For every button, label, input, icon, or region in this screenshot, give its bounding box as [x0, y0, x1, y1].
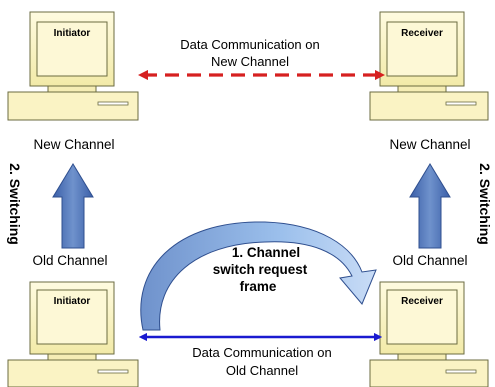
- switch-request-label-line3: frame: [240, 279, 277, 294]
- bottom-link-label-line1: Data Communication on: [192, 345, 331, 360]
- computer-receiver-top: Receiver: [369, 11, 489, 121]
- left-old-channel-label: Old Channel: [32, 253, 107, 268]
- computer-label: Initiator: [54, 28, 91, 39]
- right-new-channel-label: New Channel: [389, 137, 470, 152]
- computer-receiver-bottom: Receiver: [369, 281, 489, 387]
- computer-initiator-bottom: Initiator: [7, 281, 139, 387]
- bottom-link-label-line2: Old Channel: [226, 363, 298, 378]
- left-switch-up-arrow: [52, 163, 94, 249]
- top-link-label-line2: New Channel: [211, 54, 289, 69]
- computer-label: Initiator: [54, 296, 91, 307]
- left-new-channel-label: New Channel: [33, 137, 114, 152]
- computer-label: Receiver: [401, 296, 443, 307]
- right-switching-label: 2. Switching: [477, 163, 493, 245]
- switch-request-curved-arrow: [140, 221, 377, 331]
- right-old-channel-label: Old Channel: [392, 253, 467, 268]
- top-link-label-line1: Data Communication on: [180, 37, 319, 52]
- right-switch-up-arrow: [409, 163, 451, 249]
- left-switching-label: 2. Switching: [7, 163, 23, 245]
- switch-request-label-line1: 1. Channel: [232, 245, 300, 260]
- switch-request-label-line2: switch request: [213, 262, 308, 277]
- computer-label: Receiver: [401, 28, 443, 39]
- computer-initiator-top: Initiator: [7, 11, 139, 121]
